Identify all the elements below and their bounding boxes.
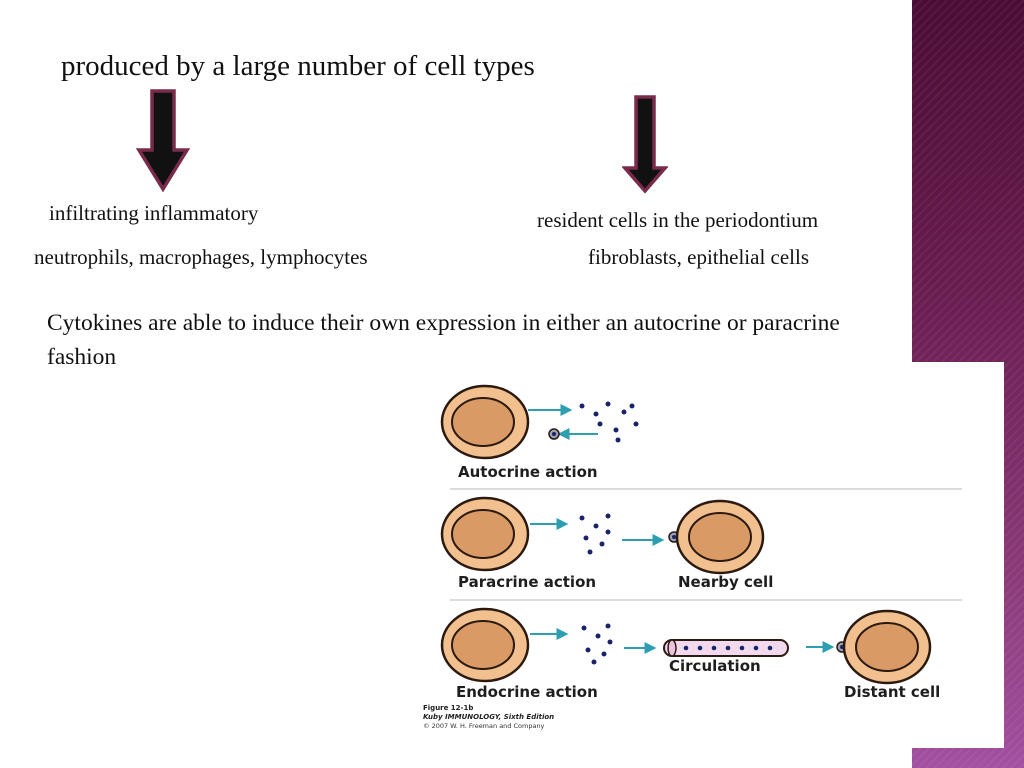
autocrine-label: Autocrine action	[458, 463, 598, 481]
figure-caption-source: Kuby IMMUNOLOGY, Sixth Edition	[423, 713, 554, 721]
endocrine-cell	[440, 607, 530, 683]
distant-cell-label: Distant cell	[844, 683, 940, 701]
down-arrow-left-icon	[136, 89, 190, 192]
paragraph: Cytokines are able to induce their own e…	[47, 310, 840, 370]
nearby-cell-label: Nearby cell	[678, 573, 773, 591]
left-branch-label: infiltrating inflammatory	[49, 201, 259, 225]
circulation-vessel	[663, 639, 789, 657]
down-arrow-right-icon	[622, 95, 668, 194]
circulation-label: Circulation	[669, 657, 761, 675]
right-branch-examples: fibroblasts, epithelial cells	[588, 245, 810, 269]
endocrine-cytokine-dots	[581, 623, 613, 665]
figure-caption-copyright: © 2007 W. H. Freeman and Company	[423, 722, 545, 730]
nearby-cell	[675, 499, 765, 575]
right-branch-label: resident cells in the periodontium	[537, 208, 819, 232]
autocrine-receptor-icon	[548, 428, 560, 440]
heading: produced by a large number of cell types	[61, 50, 535, 82]
figure-caption-number: Figure 12-1b	[423, 704, 473, 712]
paracrine-label: Paracrine action	[458, 573, 596, 591]
autocrine-cell	[440, 384, 530, 460]
endocrine-label: Endocrine action	[456, 683, 598, 701]
distant-cell	[842, 609, 932, 685]
left-branch-examples: neutrophils, macrophages, lymphocytes	[34, 245, 368, 269]
paracrine-cell	[440, 496, 530, 572]
autocrine-cytokine-dots	[579, 401, 639, 443]
cytokine-action-figure: Autocrine action Paracrine action Nearby…	[410, 362, 1004, 748]
paracrine-cytokine-dots	[579, 513, 611, 555]
